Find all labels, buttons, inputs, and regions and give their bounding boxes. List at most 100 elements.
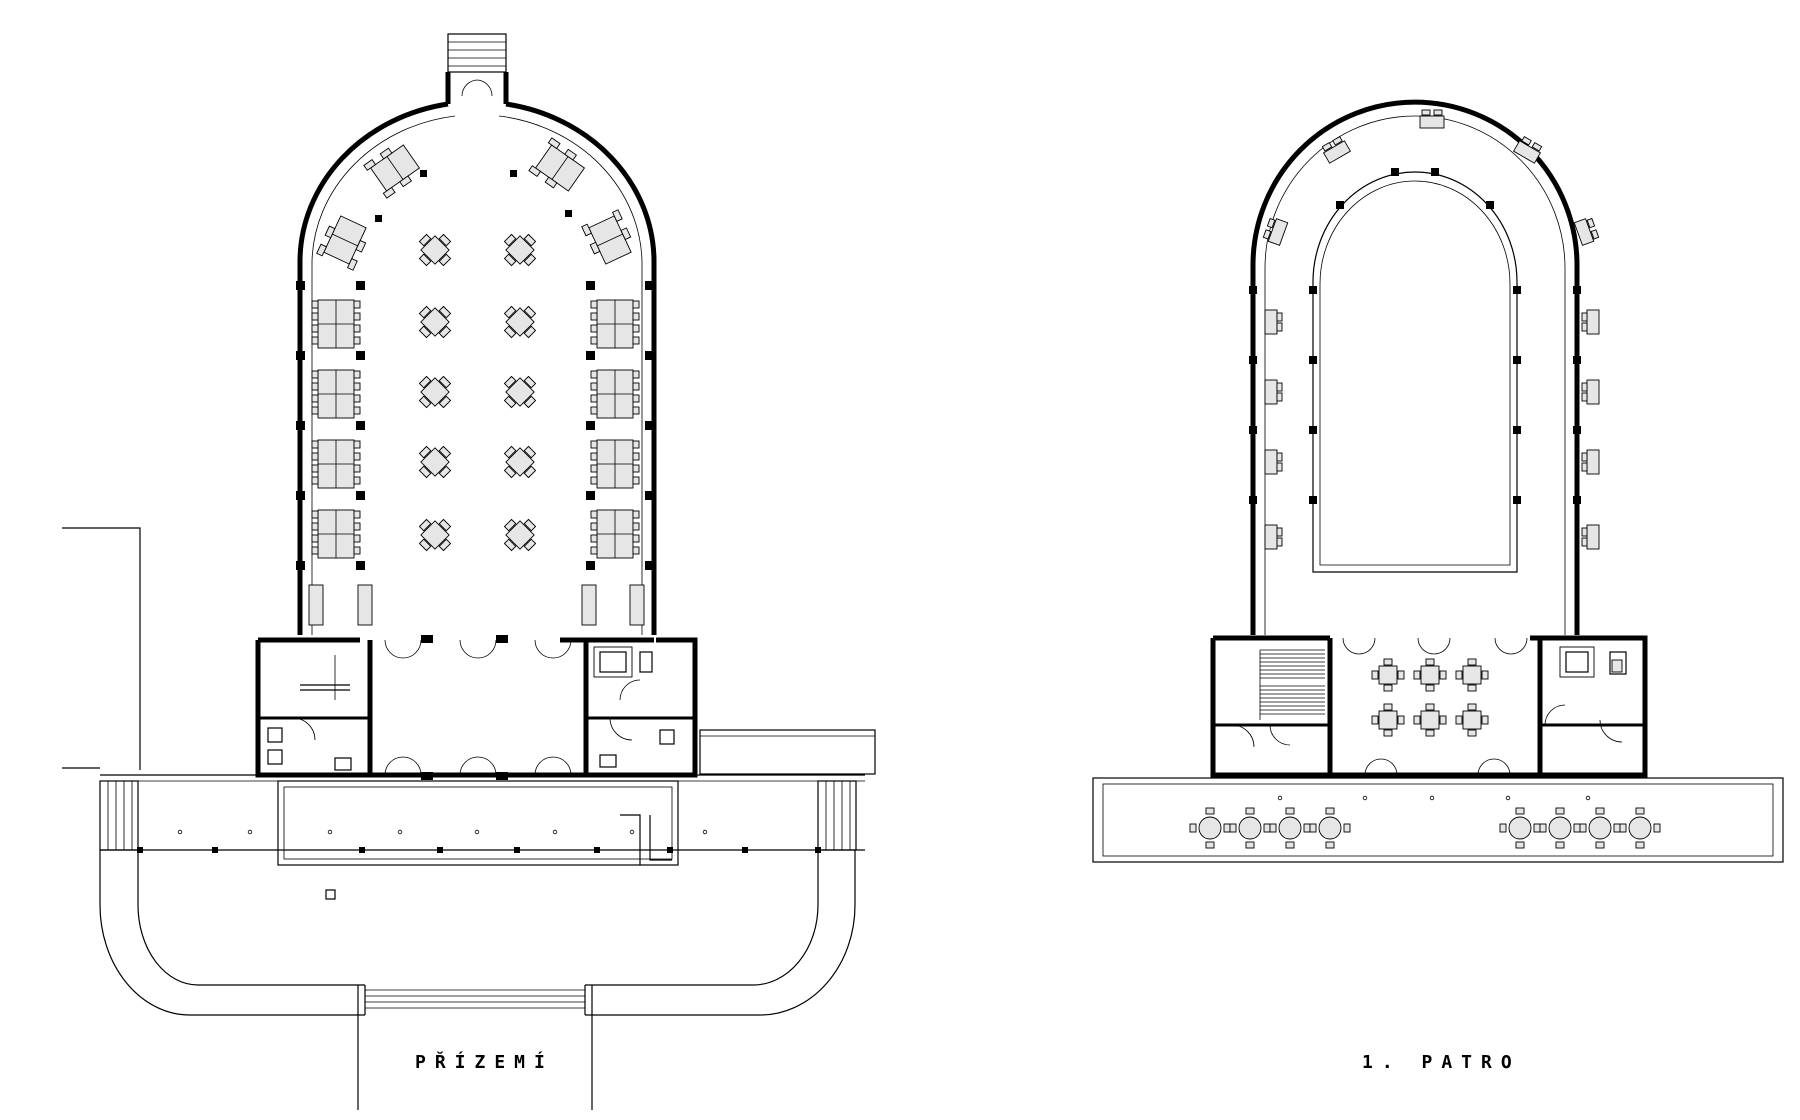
column	[296, 491, 305, 500]
round-table	[1579, 807, 1621, 849]
lounge-table	[1371, 703, 1405, 737]
column	[296, 351, 305, 360]
terrace-post	[742, 847, 748, 853]
terrace-post	[667, 847, 673, 853]
first-apse-glazing	[1264, 115, 1566, 635]
terrace-bollard	[327, 829, 333, 835]
column	[1573, 496, 1581, 504]
square-table	[503, 375, 537, 409]
column	[1309, 286, 1317, 294]
first-floor-plan: 1. PATRO	[1092, 99, 1784, 1073]
column	[1336, 201, 1344, 209]
terrace-bollard	[1505, 795, 1511, 801]
ground-hall-columns	[296, 281, 654, 570]
ground-buffet-counters	[308, 584, 645, 626]
column	[1486, 201, 1494, 209]
column	[586, 491, 595, 500]
square-table	[418, 233, 452, 267]
column	[356, 491, 365, 500]
column	[645, 491, 654, 500]
gallery-table	[1581, 524, 1600, 550]
column	[1573, 286, 1581, 294]
banquet-table	[590, 299, 640, 349]
ground-neighbour-outline	[62, 527, 141, 770]
first-terrace	[1092, 777, 1784, 863]
first-void-outline	[1312, 171, 1518, 573]
column	[1573, 426, 1581, 434]
ground-side-tables	[311, 299, 640, 559]
column	[586, 351, 595, 360]
column	[1513, 426, 1521, 434]
gallery-table	[1264, 449, 1283, 475]
terrace-bollard	[629, 829, 635, 835]
banquet-table	[311, 369, 361, 419]
square-table	[418, 375, 452, 409]
first-gallery-tables	[1264, 309, 1600, 550]
first-floor-label: 1. PATRO	[1362, 1052, 1521, 1073]
square-table	[418, 445, 452, 479]
ground-garden-path	[99, 850, 856, 1110]
column	[645, 561, 654, 570]
column	[1391, 168, 1399, 176]
ground-center-tables	[418, 233, 537, 552]
terrace-bollard	[1429, 795, 1435, 801]
column	[1431, 168, 1439, 176]
gallery-table	[1581, 309, 1600, 335]
banquet-table	[590, 509, 640, 559]
square-table	[503, 233, 537, 267]
gallery-table	[1264, 309, 1283, 335]
ground-apse-outer-wall	[297, 101, 657, 635]
column	[296, 421, 305, 430]
gallery-table	[1264, 379, 1283, 405]
round-table	[1309, 807, 1351, 849]
square-table	[503, 305, 537, 339]
column	[1249, 286, 1257, 294]
round-table	[1189, 807, 1231, 849]
lounge-table	[1371, 658, 1405, 692]
column	[1249, 426, 1257, 434]
ground-service-block	[255, 635, 698, 780]
round-table	[1499, 807, 1541, 849]
terrace-post	[137, 847, 143, 853]
round-table	[1619, 807, 1661, 849]
terrace-post	[359, 847, 365, 853]
terrace-bollard	[552, 829, 558, 835]
ground-floor-label: PŘÍZEMÍ	[415, 1051, 554, 1073]
square-table	[418, 305, 452, 339]
banquet-table	[311, 439, 361, 489]
square-table	[503, 445, 537, 479]
column	[296, 561, 305, 570]
round-table	[1269, 807, 1311, 849]
column	[1249, 356, 1257, 364]
square-table	[503, 518, 537, 552]
lounge-table	[1455, 658, 1489, 692]
column	[1309, 426, 1317, 434]
lounge-table	[1455, 703, 1489, 737]
terrace-bollard	[702, 829, 708, 835]
first-service-block	[1210, 635, 1648, 778]
column	[1309, 356, 1317, 364]
lounge-table	[1413, 658, 1447, 692]
column	[1513, 496, 1521, 504]
round-table	[1539, 807, 1581, 849]
column	[586, 421, 595, 430]
column	[356, 281, 365, 290]
terrace-bollard	[1277, 795, 1283, 801]
terrace-post	[212, 847, 218, 853]
column	[1309, 496, 1317, 504]
column	[296, 281, 305, 290]
banquet-table	[590, 439, 640, 489]
terrace-bollard	[177, 829, 183, 835]
column	[645, 421, 654, 430]
ground-north-entrance-stair	[445, 33, 509, 104]
column	[1513, 356, 1521, 364]
column	[356, 561, 365, 570]
column	[645, 351, 654, 360]
column	[586, 281, 595, 290]
banquet-table	[311, 299, 361, 349]
square-table	[418, 518, 452, 552]
column	[645, 281, 654, 290]
terrace-post	[594, 847, 600, 853]
round-table	[1229, 807, 1271, 849]
